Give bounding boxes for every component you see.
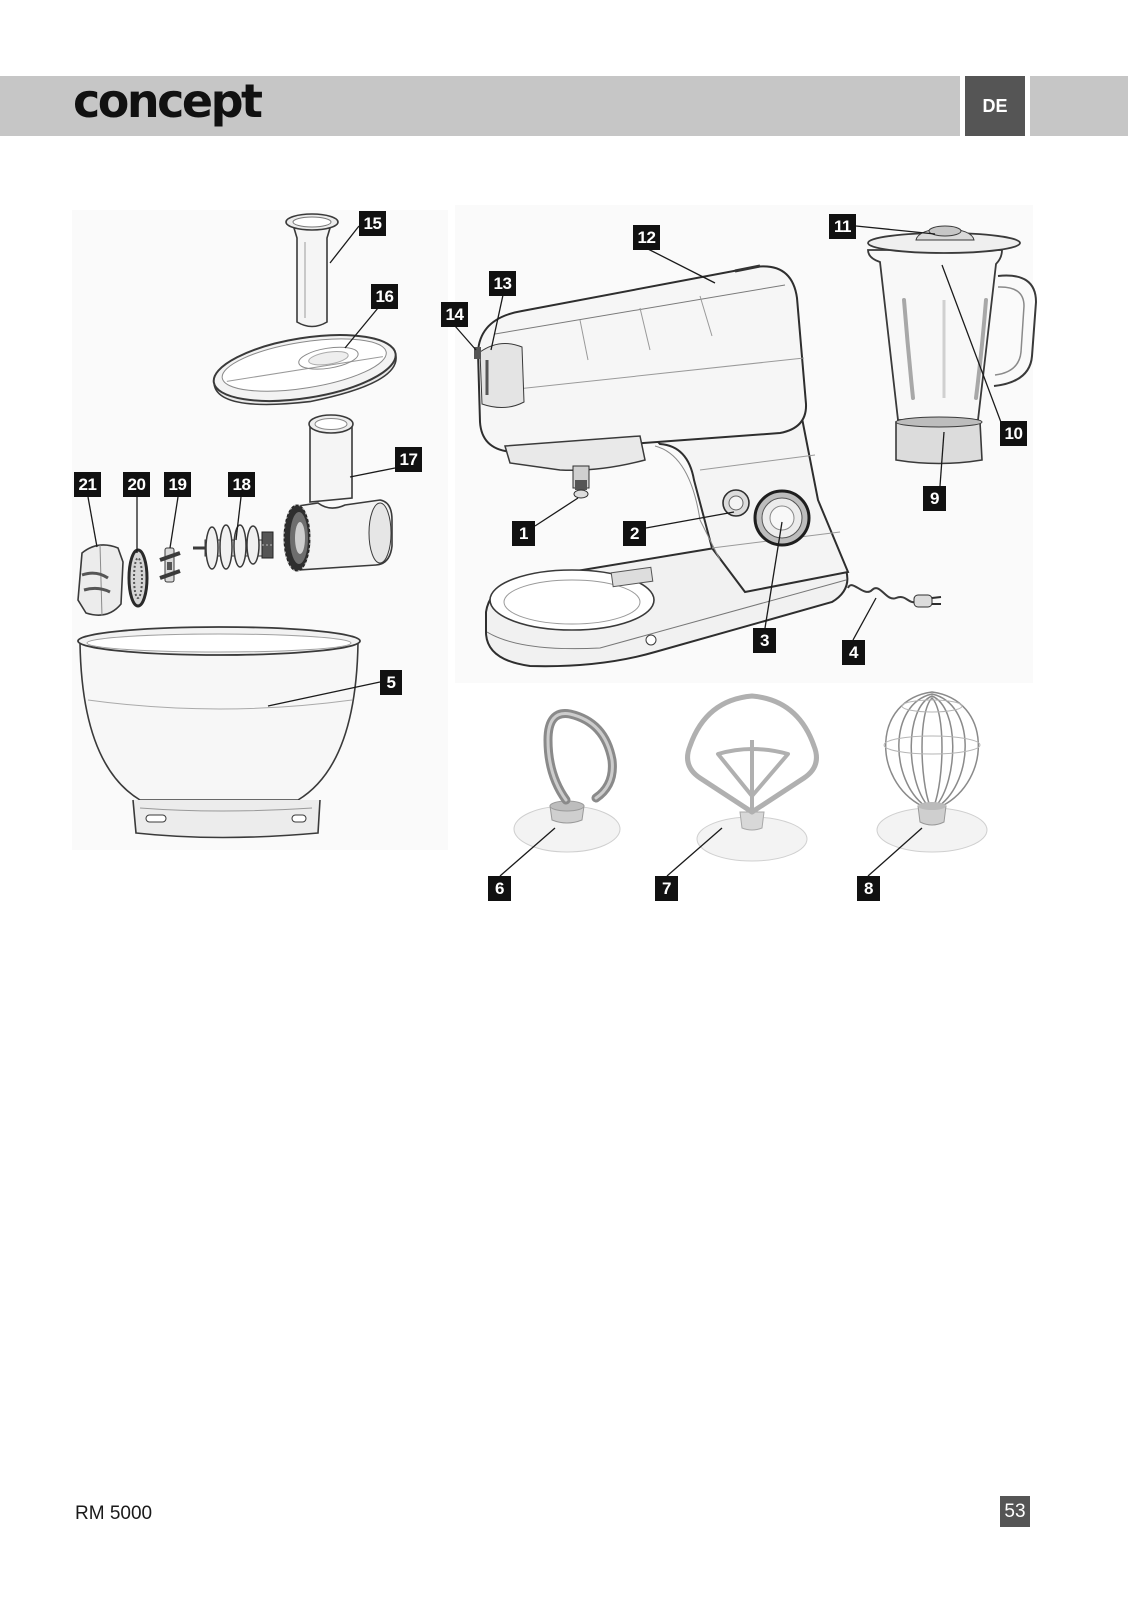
leader-line-10 (941, 264, 1003, 426)
callout-11: 11 (829, 214, 856, 239)
leader-line-9 (939, 431, 945, 487)
callout-2: 2 (623, 521, 646, 546)
leader-line-17 (349, 467, 396, 478)
leader-line-6 (499, 827, 556, 877)
callout-19: 19 (164, 472, 191, 497)
page-number: 53 (1000, 1496, 1030, 1527)
leader-line-15 (329, 225, 360, 264)
leader-line-5 (267, 681, 381, 707)
cutting-blade-illustration (159, 547, 181, 583)
callout-10: 10 (1000, 421, 1027, 446)
callout-7: 7 (655, 876, 678, 901)
language-tab: DE (965, 76, 1025, 136)
callout-15: 15 (359, 211, 386, 236)
brand-logo: concept (73, 74, 263, 128)
leader-lines (87, 225, 1003, 877)
dough-hook-illustration (513, 709, 621, 853)
model-number: RM 5000 (75, 1503, 153, 1524)
mixing-bowl-illustration (77, 626, 361, 839)
leader-line-4 (852, 597, 877, 641)
callout-20: 20 (123, 472, 150, 497)
callout-4: 4 (842, 640, 865, 665)
callout-21: 21 (74, 472, 101, 497)
leader-line-2 (645, 511, 735, 529)
ring-nut-illustration (77, 544, 124, 617)
leader-line-8 (867, 827, 923, 877)
flat-beater-illustration (685, 693, 819, 862)
callout-13: 13 (489, 271, 516, 296)
mincing-plate-illustration (127, 548, 149, 608)
grinder-housing-illustration (283, 414, 393, 572)
callout-18: 18 (228, 472, 255, 497)
food-tray-illustration (212, 334, 397, 406)
leader-line-19 (169, 496, 179, 549)
feed-tube-illustration (285, 213, 339, 328)
leader-line-13 (490, 294, 504, 351)
leader-line-3 (764, 521, 783, 629)
callout-14: 14 (441, 302, 468, 327)
blender-jug-illustration (867, 225, 1038, 465)
leader-line-12 (647, 248, 716, 284)
wire-whisk-illustration (876, 691, 988, 853)
callout-8: 8 (857, 876, 880, 901)
leader-line-14 (454, 325, 477, 351)
leader-line-11 (855, 225, 936, 235)
stand-mixer-illustration (474, 264, 850, 668)
callout-17: 17 (395, 447, 422, 472)
callout-12: 12 (633, 225, 660, 250)
leader-line-21 (87, 496, 98, 548)
leader-line-1 (534, 497, 579, 527)
callout-1: 1 (512, 521, 535, 546)
header-bar (0, 76, 960, 136)
callout-9: 9 (923, 486, 946, 511)
header-bar-right (1030, 76, 1128, 136)
callout-3: 3 (753, 628, 776, 653)
leader-line-16 (344, 307, 379, 349)
callout-5: 5 (380, 670, 402, 695)
leader-line-18 (235, 496, 242, 541)
power-cord-illustration (847, 584, 942, 608)
callout-6: 6 (488, 876, 511, 901)
leader-line-7 (666, 827, 723, 877)
callout-16: 16 (371, 284, 398, 309)
